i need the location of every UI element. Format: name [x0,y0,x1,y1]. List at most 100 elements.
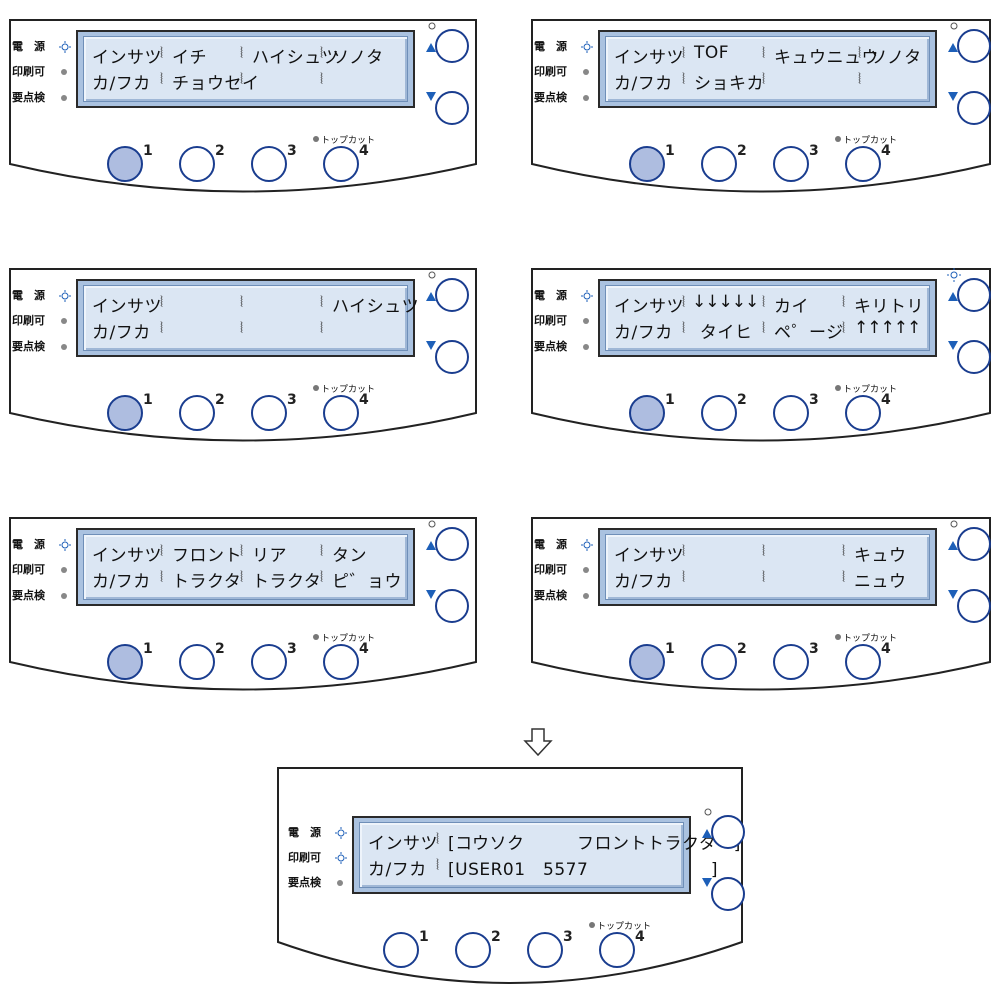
up-arrow-icon [426,541,436,550]
button-2[interactable] [455,932,491,968]
button-3[interactable] [527,932,563,968]
button-3[interactable] [251,146,287,182]
down-button[interactable] [957,91,991,125]
up-button[interactable] [711,815,745,849]
button-4-number: 4 [881,641,891,657]
button-1-number: 1 [143,392,153,408]
lcd-display: インサツ ⦚ ⦚ ⦚ キュウ カ/フカ ⦚ ⦚ ⦚ ニュウ [605,534,930,600]
up-led-icon [428,271,436,279]
down-button[interactable] [435,91,469,125]
row-head: カ/フカ [614,572,673,592]
buttons-layer [107,22,469,182]
down-arrow-icon [426,92,436,101]
row-head: インサツ [92,546,162,566]
lcd-row-2: カ/フカ ⦚ ⦚ ⦚ [92,318,323,343]
down-arrow-icon [426,341,436,350]
button-3-number: 3 [809,392,819,408]
lcd-row-2: カ/フカ ⦚ トラクタ ⦚ トラクタ ⦚ ピ゛ョウ [92,567,402,592]
up-led-icon [428,520,436,528]
button-4[interactable] [323,395,359,431]
up-arrow-icon [702,829,712,838]
button-3[interactable] [251,644,287,680]
ready-led-icon [61,69,67,75]
button-3-number: 3 [563,929,573,945]
up-button[interactable] [957,527,991,561]
down-button[interactable] [435,340,469,374]
button-1[interactable] [629,395,665,431]
button-4[interactable] [323,146,359,182]
button-4[interactable] [845,395,881,431]
separator: ⦚ [160,319,164,337]
button-2[interactable] [701,395,737,431]
control-panel-6: 電 源 印刷可 要点検 インサツ ⦚ ⦚ ⦚ キュウ カ/フカ ⦚ ⦚ ⦚ ニュ… [530,512,992,692]
button-1-number: 1 [143,641,153,657]
control-panel-4: 電 源 印刷可 要点検 インサツ ⦚ ↓↓↓↓↓ ⦚ カイ ⦚ キリトリ カ/フ… [530,263,992,443]
button-1[interactable] [107,395,143,431]
up-arrow-icon [948,43,958,52]
button-3-number: 3 [287,143,297,159]
next-step-arrow-icon [523,728,553,757]
separator: ⦚ [320,44,324,62]
ready-led-icon [583,318,589,324]
down-button[interactable] [435,589,469,623]
separator: ⦚ [762,293,766,311]
ready-led-icon [61,318,67,324]
button-2[interactable] [701,644,737,680]
button-2[interactable] [179,644,215,680]
separator: ⦚ [240,319,244,337]
button-1[interactable] [629,146,665,182]
lcd-cell: キュウニュウ [774,48,879,68]
control-panel-3: 電 源 印刷可 要点検 インサツ ⦚ ⦚ ⦚ ハイシュツ カ/フカ ⦚ ⦚ ⦚ … [8,263,478,443]
button-3[interactable] [773,146,809,182]
up-button[interactable] [435,278,469,312]
up-button[interactable] [435,527,469,561]
check-label: 要点検 [288,876,321,889]
power-led-sun-icon [581,41,593,53]
lcd-cell: ピ゛ョウ [332,572,402,592]
lcd-cell: タイヒ [694,323,753,343]
button-1[interactable] [383,932,419,968]
up-button[interactable] [957,29,991,63]
button-4[interactable] [599,932,635,968]
button-4-number: 4 [359,392,369,408]
separator: ⦚ [682,70,686,88]
button-1[interactable] [629,644,665,680]
up-led-icon [950,520,958,528]
down-button[interactable] [711,877,745,911]
up-button[interactable] [435,29,469,63]
lcd-display: インサツ ⦚ [コウソク フロントトラクタ ] カ/フカ ⦚ [USER01 5… [359,822,740,888]
lcd-display: インサツ ⦚ イチ ⦚ ハイシュツ ⦚ ソノタ カ/フカ ⦚ チョウセイ ⦚ ⦚ [83,36,408,102]
down-button[interactable] [957,589,991,623]
button-2[interactable] [701,146,737,182]
row-head: インサツ [92,297,162,317]
button-3[interactable] [773,644,809,680]
power-led-sun-icon [59,290,71,302]
down-button[interactable] [957,340,991,374]
lcd-cell: キュウ [854,546,907,566]
button-2[interactable] [179,395,215,431]
up-button[interactable] [957,278,991,312]
button-3[interactable] [773,395,809,431]
button-2-number: 2 [215,392,225,408]
topcut-label: トップカット [843,136,898,146]
separator: ⦚ [682,568,686,586]
button-1[interactable] [107,146,143,182]
button-1-number: 1 [665,143,675,159]
power-label: 電 源 [12,289,45,302]
ready-label: 印刷可 [12,65,45,78]
row-head: カ/フカ [614,74,673,94]
lcd-cell: リア [252,546,287,566]
topcut-led-icon [835,136,841,142]
button-4[interactable] [323,644,359,680]
button-4[interactable] [845,146,881,182]
button-2[interactable] [179,146,215,182]
up-led-sun-icon [947,268,961,282]
button-4[interactable] [845,644,881,680]
separator: ⦚ [682,44,686,62]
separator: ⦚ [682,293,686,311]
button-3[interactable] [251,395,287,431]
up-led-icon [704,808,712,816]
power-led-sun-icon [335,827,347,839]
separator: ⦚ [160,542,164,560]
button-1[interactable] [107,644,143,680]
